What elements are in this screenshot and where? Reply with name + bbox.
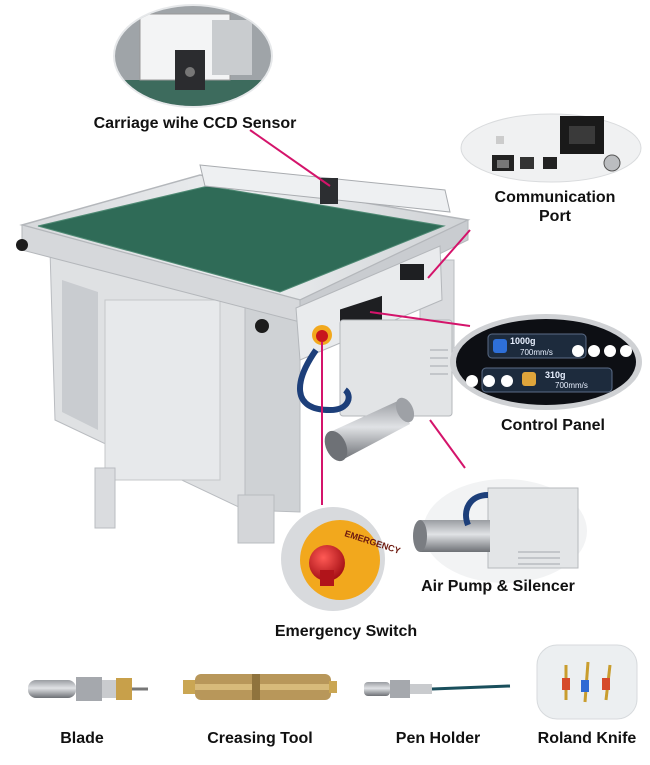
callout-control-panel: Control Panel [500,417,605,434]
panel-speed-2: 700mm/s [555,381,588,390]
roland-knife-image [536,644,638,720]
callout-lines [249,129,471,505]
carriage-inset [113,4,273,108]
callout-communication-line1: Communication [494,189,616,206]
air-hose [297,348,352,414]
tool-label-creasing: Creasing Tool [207,730,313,747]
pen-holder-image [364,680,511,698]
carriage-head [320,178,338,204]
panel-pressure-1: 1000g [510,336,536,346]
control-panel-inset [450,314,642,410]
communication-port-housing [400,264,424,280]
creasing-tool-image [183,674,337,700]
air-pump-box [339,319,453,417]
cutting-table-surface [38,186,444,292]
panel-speed-1: 700mm/s [520,348,553,357]
callout-emergency-switch: Emergency Switch [274,623,418,640]
panel-pressure-2: 310g [545,370,566,380]
blade-tool-image [28,677,148,701]
air-pump-inset [413,479,587,583]
callout-air-pump: Air Pump & Silencer [421,578,575,595]
machine-body [16,164,471,544]
tool-label-roland-knife: Roland Knife [537,730,637,747]
callout-communication-line2: Port [539,208,571,225]
silencer-pipe [324,397,415,462]
communication-port-inset [460,113,642,183]
emergency-switch-inset [281,507,385,611]
tool-label-blade: Blade [60,730,104,747]
callout-carriage-ccd: Carriage wihe CCD Sensor [93,115,297,132]
tool-label-pen-holder: Pen Holder [395,730,481,747]
